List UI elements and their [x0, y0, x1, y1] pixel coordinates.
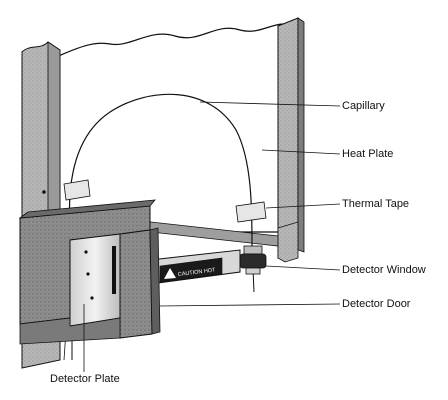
caution-sign-text: CAUTION HOT — [178, 267, 217, 278]
heat-plate-panel — [47, 23, 297, 233]
caution-triangle-icon — [164, 268, 176, 279]
label-detector-plate: Detector Plate — [50, 373, 120, 385]
label-heat-plate: Heat Plate — [342, 148, 394, 160]
thermal-tape-right — [235, 201, 267, 223]
detector-door — [119, 229, 153, 339]
label-detector-window: Detector Window — [342, 264, 426, 276]
capillary-line — [68, 93, 253, 247]
label-detector-door: Detector Door — [342, 298, 411, 310]
label-capillary: Capillary — [342, 100, 385, 112]
leader-lines — [83, 101, 341, 372]
label-thermal-tape: Thermal Tape — [342, 198, 410, 210]
detector-window-fitting — [239, 245, 267, 275]
thermal-tape-left — [63, 179, 91, 201]
right-frame-rail — [277, 17, 299, 259]
